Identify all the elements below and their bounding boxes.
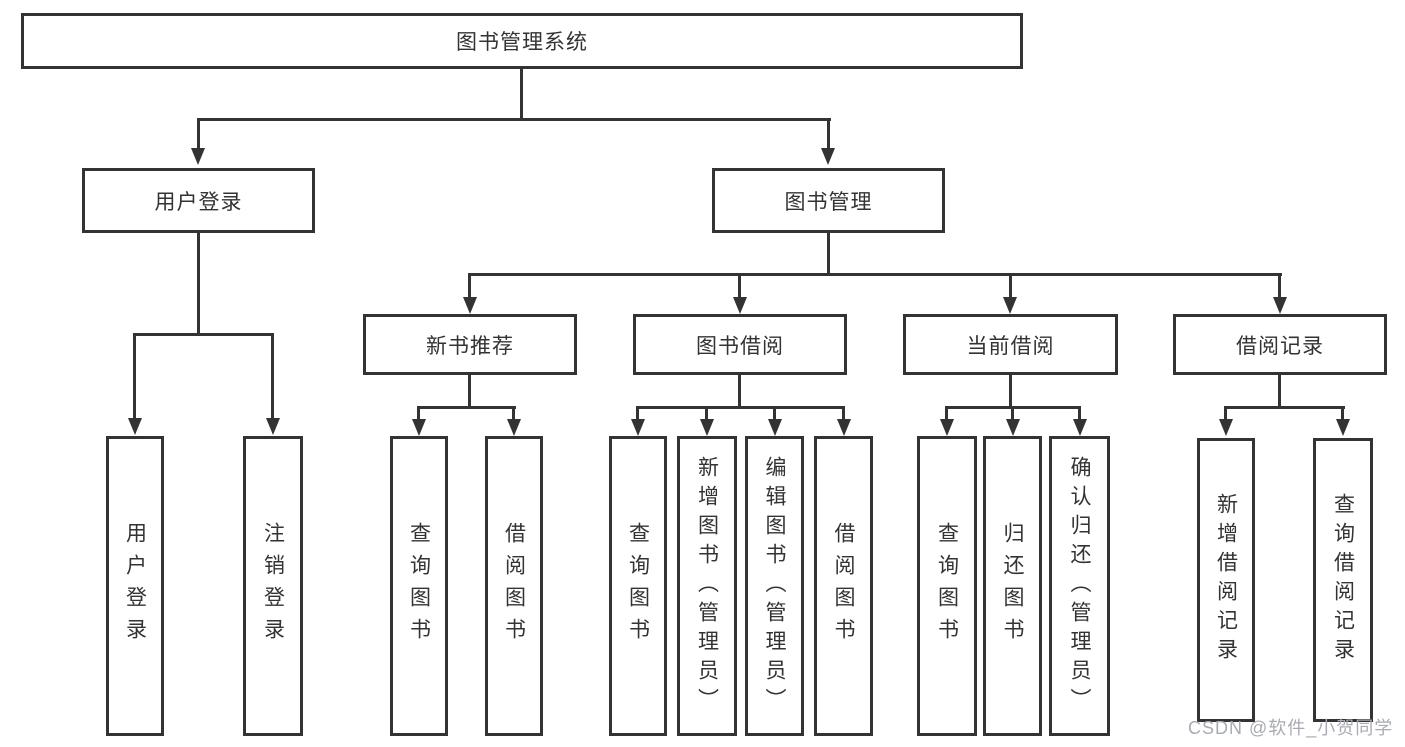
leaf-add-borrow-record: 新增借阅记录 bbox=[1197, 438, 1255, 722]
connector-line bbox=[133, 333, 136, 418]
arrow-down-icon bbox=[128, 418, 142, 435]
leaf-label: 借阅图书 bbox=[832, 522, 855, 650]
connector-line bbox=[468, 273, 1282, 276]
connector-line bbox=[512, 406, 515, 420]
connector-line bbox=[738, 375, 741, 406]
connector-line bbox=[773, 406, 776, 420]
leaf-label: 确认归还（管理员） bbox=[1068, 455, 1091, 717]
connector-line bbox=[1009, 375, 1012, 406]
leaf-label: 借阅图书 bbox=[502, 522, 526, 650]
connector-line bbox=[705, 406, 708, 420]
leaf-confirm-return-admin: 确认归还（管理员） bbox=[1049, 436, 1110, 736]
leaf-query-borrow-record: 查询借阅记录 bbox=[1313, 438, 1373, 722]
leaf-logout: 注销登录 bbox=[243, 436, 303, 736]
connector-line bbox=[1341, 406, 1344, 420]
connector-line bbox=[468, 273, 471, 297]
connector-line bbox=[1224, 406, 1227, 420]
connector-line bbox=[1278, 273, 1281, 297]
node-new-book-recommend-label: 新书推荐 bbox=[426, 334, 514, 358]
connector-line bbox=[197, 233, 200, 333]
arrow-down-icon bbox=[266, 418, 280, 435]
leaf-borrow-books-2: 借阅图书 bbox=[814, 436, 873, 736]
node-root: 图书管理系统 bbox=[21, 13, 1023, 69]
arrow-down-icon bbox=[768, 419, 782, 436]
connector-line bbox=[520, 68, 523, 120]
connector-line bbox=[133, 333, 274, 336]
node-borrowing-records: 借阅记录 bbox=[1173, 314, 1387, 375]
leaf-add-books-admin: 新增图书（管理员） bbox=[677, 436, 737, 736]
node-book-management-label: 图书管理 bbox=[784, 190, 873, 214]
node-book-management: 图书管理 bbox=[712, 168, 945, 233]
arrow-down-icon bbox=[940, 419, 954, 436]
arrow-down-icon bbox=[1219, 419, 1233, 436]
node-new-book-recommend: 新书推荐 bbox=[363, 314, 577, 375]
node-borrowing-records-label: 借阅记录 bbox=[1236, 334, 1324, 358]
arrow-down-icon bbox=[837, 419, 851, 436]
node-current-borrowing-label: 当前借阅 bbox=[966, 334, 1055, 358]
node-book-borrowing-label: 图书借阅 bbox=[696, 334, 784, 358]
connector-line bbox=[1224, 406, 1345, 409]
node-user-login: 用户登录 bbox=[82, 168, 315, 233]
connector-line bbox=[1078, 406, 1081, 420]
arrow-down-icon bbox=[1003, 297, 1017, 314]
connector-line bbox=[636, 406, 845, 409]
connector-line bbox=[827, 233, 830, 273]
arrow-down-icon bbox=[1336, 419, 1350, 436]
leaf-label: 新增借阅记录 bbox=[1214, 493, 1238, 667]
leaf-label: 新增图书（管理员） bbox=[695, 455, 719, 717]
connector-line bbox=[1278, 375, 1281, 406]
connector-line bbox=[636, 406, 639, 420]
leaf-label: 查询图书 bbox=[935, 522, 959, 650]
connector-line bbox=[842, 406, 845, 420]
connector-line bbox=[417, 406, 420, 420]
connector-line bbox=[271, 333, 274, 418]
leaf-borrow-books-1: 借阅图书 bbox=[485, 436, 543, 736]
node-current-borrowing: 当前借阅 bbox=[903, 314, 1118, 375]
node-book-borrowing: 图书借阅 bbox=[633, 314, 847, 375]
connector-line bbox=[827, 118, 830, 148]
connector-line bbox=[197, 118, 831, 121]
arrow-down-icon bbox=[733, 297, 747, 314]
leaf-label: 查询借阅记录 bbox=[1331, 493, 1355, 667]
node-root-label: 图书管理系统 bbox=[456, 31, 588, 54]
arrow-down-icon bbox=[1006, 419, 1020, 436]
arrow-down-icon bbox=[821, 148, 835, 165]
watermark: CSDN @软件_小贺同学 bbox=[1188, 718, 1394, 738]
connector-line bbox=[1011, 406, 1014, 420]
leaf-query-books-2: 查询图书 bbox=[609, 436, 667, 736]
arrow-down-icon bbox=[700, 419, 714, 436]
leaf-label: 用户登录 bbox=[123, 522, 147, 650]
arrow-down-icon bbox=[1073, 419, 1087, 436]
connector-line bbox=[738, 273, 741, 297]
leaf-edit-books-admin: 编辑图书（管理员） bbox=[745, 436, 804, 736]
arrow-down-icon bbox=[191, 148, 205, 165]
leaf-user-login: 用户登录 bbox=[106, 436, 164, 736]
leaf-query-books-3: 查询图书 bbox=[917, 436, 977, 736]
arrow-down-icon bbox=[1273, 297, 1287, 314]
leaf-label: 注销登录 bbox=[261, 522, 285, 650]
arrow-down-icon bbox=[412, 419, 426, 436]
leaf-query-books-1: 查询图书 bbox=[390, 436, 448, 736]
node-user-login-label: 用户登录 bbox=[154, 190, 243, 214]
leaf-label: 归还图书 bbox=[1001, 522, 1024, 650]
arrow-down-icon bbox=[463, 297, 477, 314]
arrow-down-icon bbox=[507, 419, 521, 436]
connector-line bbox=[468, 375, 471, 406]
connector-line bbox=[417, 406, 516, 409]
connector-line bbox=[945, 406, 948, 420]
leaf-label: 查询图书 bbox=[626, 522, 650, 650]
leaf-label: 编辑图书（管理员） bbox=[763, 455, 786, 717]
arrow-down-icon bbox=[631, 419, 645, 436]
connector-line bbox=[1009, 273, 1012, 297]
leaf-return-books: 归还图书 bbox=[983, 436, 1042, 736]
leaf-label: 查询图书 bbox=[407, 522, 431, 650]
connector-line bbox=[197, 118, 200, 148]
